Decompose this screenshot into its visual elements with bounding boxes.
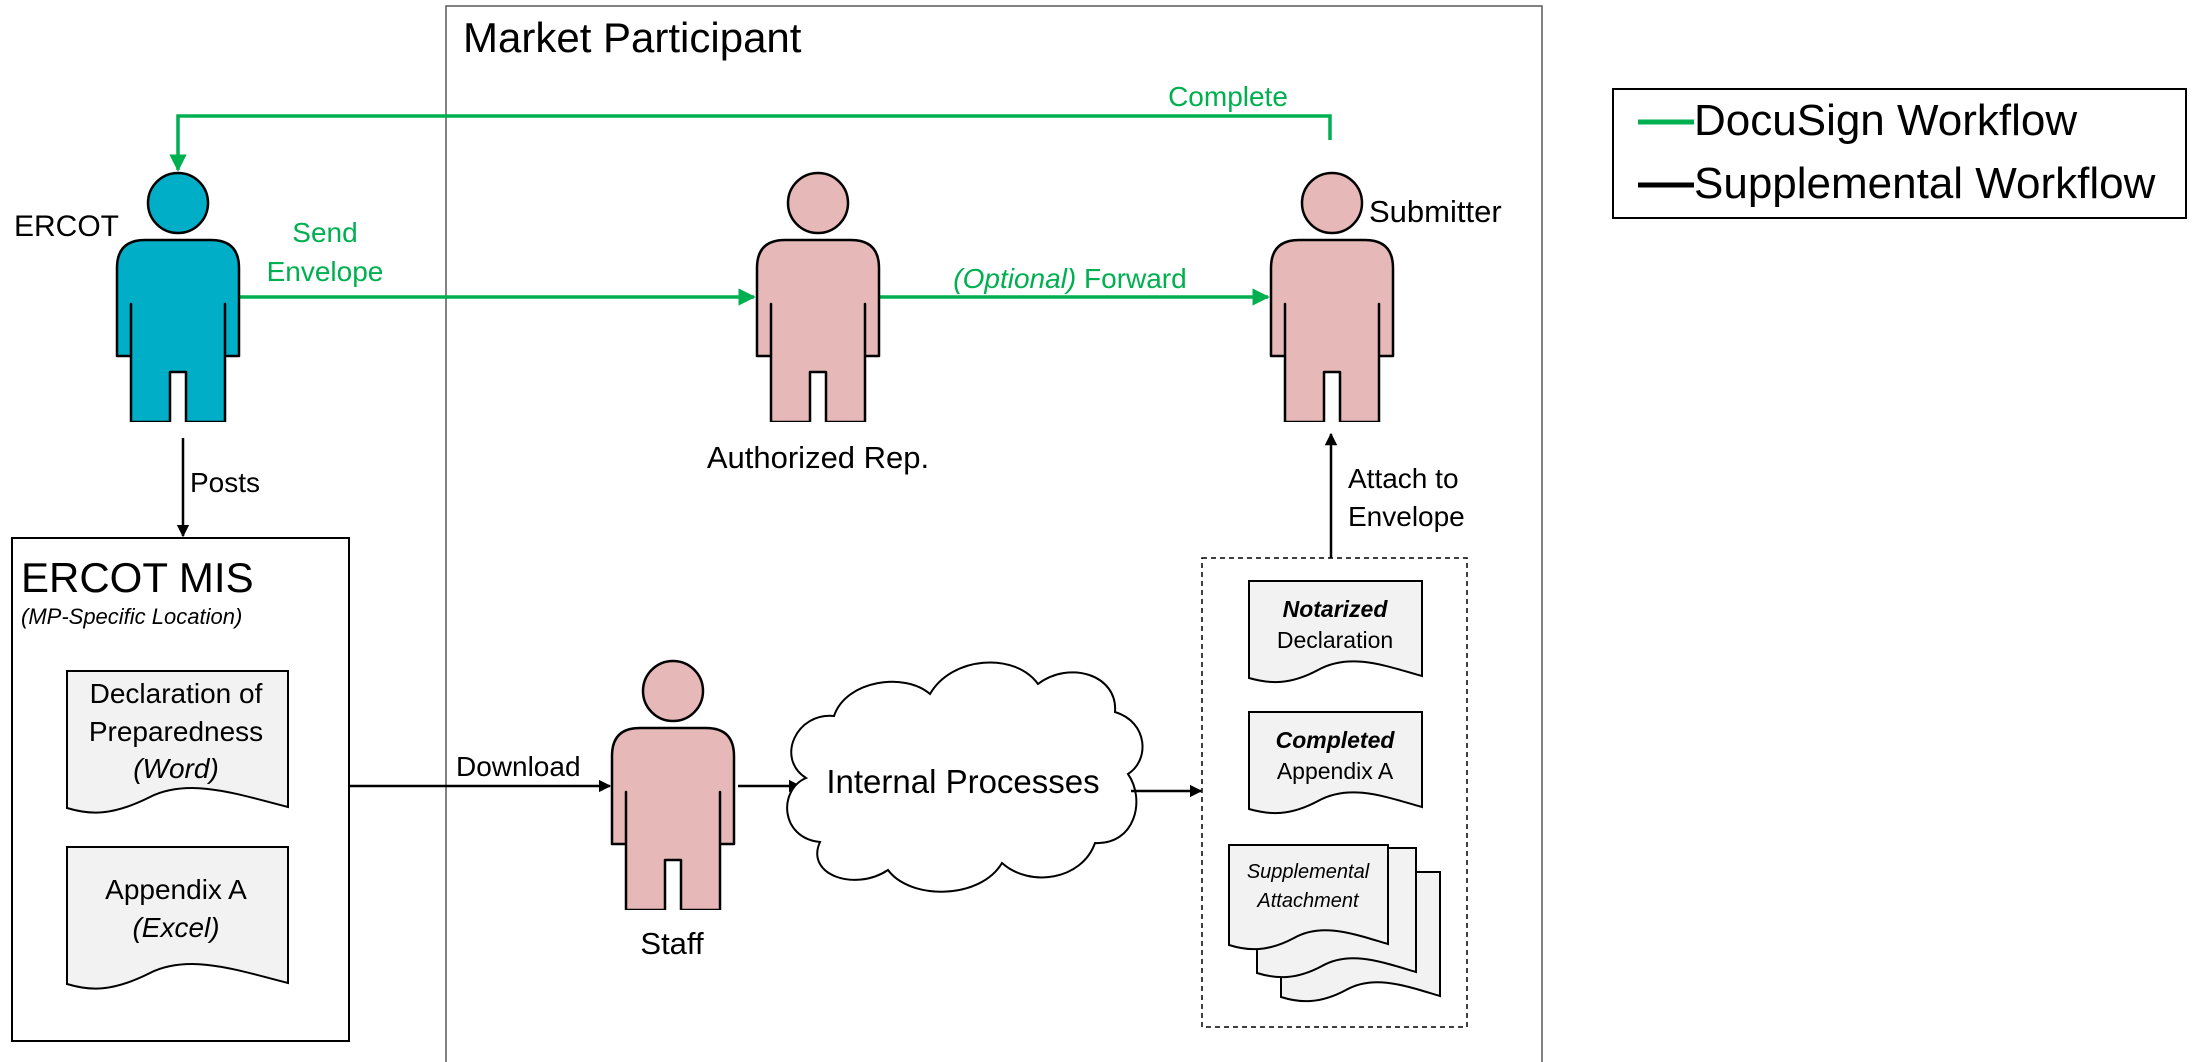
- attach-label-line1: Attach to: [1348, 463, 1459, 494]
- legend-label-supplemental: Supplemental Workflow: [1694, 159, 2156, 208]
- ercot-mis-panel: ERCOT MIS (MP-Specific Location) Declara…: [11, 537, 350, 1042]
- outputs-dashed-box: [1201, 557, 1468, 1028]
- internal-processes-label: Internal Processes: [826, 763, 1099, 800]
- declaration-doc-line2: Preparedness: [89, 716, 263, 747]
- declaration-doc-line3: (Word): [133, 753, 219, 784]
- submitter-actor: Submitter: [1269, 171, 1502, 422]
- staff-actor: Staff: [610, 659, 736, 961]
- legend-box: [1612, 88, 2187, 219]
- authorized-rep-label: Authorized Rep.: [707, 440, 929, 475]
- ercot-mis-title: ERCOT MIS: [21, 554, 254, 601]
- supplemental-line1: Supplemental: [1247, 861, 1370, 883]
- appendix-doc-line1: Appendix A: [105, 874, 247, 905]
- declaration-document: Declaration of Preparedness (Word): [66, 670, 289, 814]
- supplemental-line2: Attachment: [1256, 890, 1360, 912]
- notarized-rest: Declaration: [1277, 627, 1393, 653]
- complete-label: Complete: [1168, 81, 1288, 112]
- complete-arrow: [169, 114, 1332, 172]
- ercot-actor: ERCOT: [14, 171, 241, 422]
- send-envelope-label-line1: Send: [292, 217, 357, 248]
- send-envelope-label-line2: Envelope: [267, 256, 384, 287]
- supplemental-attachment-documents: Supplemental Attachment: [1228, 844, 1441, 1003]
- appendix-doc-line2: (Excel): [132, 912, 219, 943]
- attach-label-line2: Envelope: [1348, 501, 1465, 532]
- completed-rest: Appendix A: [1277, 758, 1394, 784]
- posts-label: Posts: [190, 467, 260, 498]
- forward-optional-text: (Optional): [953, 263, 1076, 294]
- forward-text: Forward: [1076, 263, 1186, 294]
- declaration-doc-line1: Declaration of: [90, 678, 263, 709]
- outputs-group: Notarized Declaration Completed Appendix…: [1201, 557, 1468, 1028]
- market-participant-box: [445, 5, 1543, 1062]
- notarized-bold: Notarized: [1283, 596, 1389, 622]
- legend: DocuSign Workflow Supplemental Workflow: [1612, 88, 2187, 219]
- staff-label: Staff: [640, 926, 704, 961]
- ercot-label: ERCOT: [14, 210, 119, 243]
- notarized-declaration-document: Notarized Declaration: [1248, 580, 1423, 684]
- completed-bold: Completed: [1276, 727, 1396, 753]
- submitter-label: Submitter: [1369, 194, 1502, 229]
- market-participant-title: Market Participant: [463, 14, 802, 61]
- authorized-rep-actor: Authorized Rep.: [707, 171, 929, 475]
- appendix-a-document: Appendix A (Excel): [66, 846, 289, 990]
- ercot-mis-subtitle: (MP-Specific Location): [21, 604, 242, 629]
- completed-appendix-document: Completed Appendix A: [1248, 711, 1423, 815]
- legend-label-docusign: DocuSign Workflow: [1694, 96, 2077, 145]
- forward-label: (Optional) Forward: [953, 263, 1186, 294]
- download-label: Download: [456, 751, 581, 782]
- internal-processes-cloud: Internal Processes: [786, 661, 1144, 893]
